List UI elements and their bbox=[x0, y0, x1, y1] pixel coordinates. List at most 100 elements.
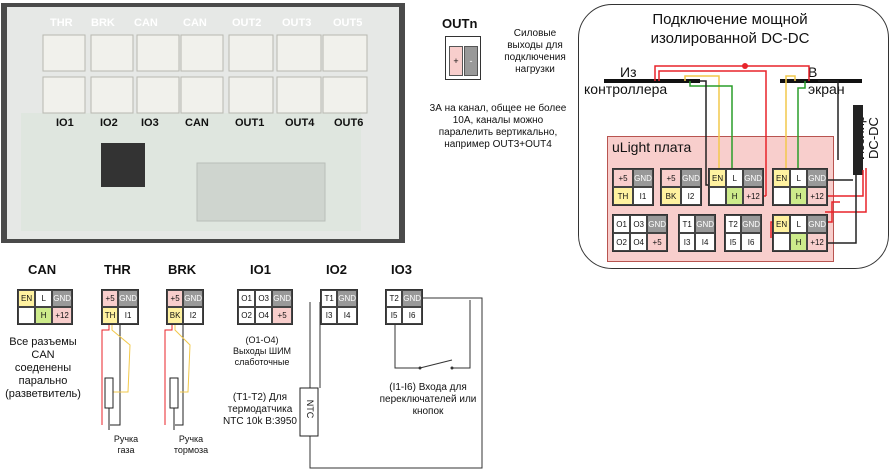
legend-title: OUTn bbox=[442, 16, 478, 31]
pin: +12 bbox=[52, 307, 72, 324]
board-conn-brk: +5 GND BK I2 bbox=[660, 168, 702, 206]
pin: GND bbox=[52, 290, 72, 307]
photo-label-io2: IO2 bbox=[100, 117, 118, 129]
conn-thr: +5 GND TH I1 bbox=[101, 289, 139, 325]
pin: I5 bbox=[386, 307, 403, 324]
pin: T1 bbox=[679, 215, 696, 233]
pin: +5 bbox=[102, 290, 119, 307]
photo-label-can-1: CAN bbox=[134, 17, 158, 29]
pin: I1 bbox=[118, 307, 138, 324]
pin: I2 bbox=[681, 187, 701, 205]
section-brk-title: BRK bbox=[168, 262, 197, 277]
pin bbox=[773, 187, 791, 205]
pin: H bbox=[790, 187, 808, 205]
pin: L bbox=[726, 169, 744, 187]
pin: I6 bbox=[402, 307, 422, 324]
legend-minus-pin: - bbox=[464, 46, 478, 76]
pin: O4 bbox=[255, 307, 273, 324]
section-io1-note: (O1-O4) Выходы ШИМ слаботочные bbox=[232, 335, 292, 367]
photo-label-can-2: CAN bbox=[183, 17, 207, 29]
photo-label-out5: OUT5 bbox=[333, 17, 363, 29]
pin: O3 bbox=[255, 290, 273, 307]
board-conn-can-3: EN L GND H +12 bbox=[772, 214, 828, 252]
photo-label-out4: OUT4 bbox=[285, 117, 315, 129]
board-conn-thr: +5 GND TH I1 bbox=[612, 168, 654, 206]
pin: EN bbox=[709, 169, 727, 187]
pin: BK bbox=[661, 187, 681, 205]
conn-io3: T2 GND I5 I6 bbox=[385, 289, 423, 325]
pin: T2 bbox=[386, 290, 403, 307]
section-can-title: CAN bbox=[28, 262, 57, 277]
pin: EN bbox=[773, 169, 791, 187]
pin: GND bbox=[743, 169, 763, 187]
ntc-label: NTC bbox=[305, 399, 315, 419]
photo-label-brk: BRK bbox=[91, 17, 115, 29]
section-io3-title: IO3 bbox=[391, 262, 412, 277]
pin: O4 bbox=[630, 233, 648, 251]
section-io3-note: (I1-I6) Входа для переключателей или кно… bbox=[379, 382, 477, 417]
section-can-note: Все разъемы CAN соеденены парально (разв… bbox=[5, 336, 81, 400]
section-thr-caption: Ручка газа bbox=[113, 434, 139, 455]
legend-plus-pin: + bbox=[449, 46, 463, 76]
photo-label-out6: OUT6 bbox=[334, 117, 364, 129]
pin: O1 bbox=[238, 290, 256, 307]
pin: H bbox=[726, 187, 744, 205]
pin: T1 bbox=[321, 290, 338, 307]
pin: +5 bbox=[167, 290, 184, 307]
pin bbox=[773, 233, 791, 251]
pin: +5 bbox=[647, 233, 667, 251]
board-conn-io2: T1 GND I3 I4 bbox=[678, 214, 716, 252]
photo-label-out2: OUT2 bbox=[232, 17, 262, 29]
legend-description: Силовые выходы для подключения нагрузки bbox=[504, 28, 566, 75]
board-conn-can-2: EN L GND H +12 bbox=[772, 168, 828, 206]
pin: GND bbox=[807, 215, 827, 233]
pin: BK bbox=[167, 307, 184, 324]
pin: TH bbox=[102, 307, 119, 324]
pin: I6 bbox=[741, 233, 761, 251]
pin: GND bbox=[647, 215, 667, 233]
board-conn-io3: T2 GND I5 I6 bbox=[724, 214, 762, 252]
legend-note: 3А на канал, общее не более 10А, каналы … bbox=[429, 103, 567, 150]
pin: O3 bbox=[630, 215, 648, 233]
pin: GND bbox=[741, 215, 761, 233]
pin: O1 bbox=[613, 215, 631, 233]
conn-can: EN L GND H +12 bbox=[17, 289, 73, 325]
pin: H bbox=[35, 307, 53, 324]
pin: GND bbox=[633, 169, 653, 187]
photo-label-out1: OUT1 bbox=[235, 117, 265, 129]
pin: L bbox=[790, 215, 808, 233]
pin: O2 bbox=[238, 307, 256, 324]
section-thr-title: THR bbox=[104, 262, 131, 277]
pin: TH bbox=[613, 187, 633, 205]
from-controller-label: Из контроллера bbox=[584, 64, 668, 97]
board-conn-can-1: EN L GND H +12 bbox=[708, 168, 764, 206]
pin: GND bbox=[695, 215, 715, 233]
section-brk-caption: Ручка тормоза bbox=[173, 434, 209, 455]
section-io1-title: IO1 bbox=[250, 262, 271, 277]
board-conn-io1: O1 O3 GND O2 O4 +5 bbox=[612, 214, 668, 252]
pin: O2 bbox=[613, 233, 631, 251]
section-io2-title: IO2 bbox=[326, 262, 347, 277]
pin bbox=[709, 187, 727, 205]
pin: GND bbox=[337, 290, 357, 307]
dcdc-panel-title: Подключение мощной изолированной DC-DC bbox=[650, 11, 810, 47]
pin: GND bbox=[118, 290, 138, 307]
pin: I5 bbox=[725, 233, 742, 251]
pin: L bbox=[790, 169, 808, 187]
pin: I1 bbox=[633, 187, 653, 205]
pin: +12 bbox=[807, 233, 827, 251]
pin: L bbox=[35, 290, 53, 307]
conn-io1: O1 O3 GND O2 O4 +5 bbox=[237, 289, 293, 325]
photo-label-thr: THR bbox=[50, 17, 73, 29]
photo-label-io1: IO1 bbox=[56, 117, 74, 129]
pin: T2 bbox=[725, 215, 742, 233]
pin: I4 bbox=[337, 307, 357, 324]
pin: I2 bbox=[183, 307, 203, 324]
pin: EN bbox=[773, 215, 791, 233]
conn-io2: T1 GND I3 I4 bbox=[320, 289, 358, 325]
pin: I4 bbox=[695, 233, 715, 251]
conn-brk: +5 GND BK I2 bbox=[166, 289, 204, 325]
pin: GND bbox=[272, 290, 292, 307]
pin: EN bbox=[18, 290, 36, 307]
